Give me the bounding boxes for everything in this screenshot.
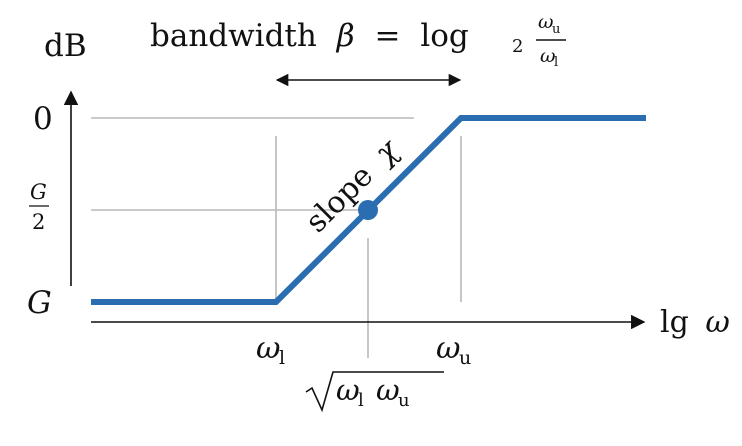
half-gain-denominator: 2 <box>32 210 45 234</box>
geo-second-sub: u <box>398 390 410 411</box>
y-axis-label: dB <box>44 28 87 64</box>
geo-first-sub: l <box>358 390 364 411</box>
upper-freq-symbol: ω <box>436 331 460 366</box>
lower-freq-sub: l <box>279 347 285 369</box>
beta-symbol: β <box>336 18 355 54</box>
bandwidth-formula: bandwidth β = log 2 ω u ω l <box>150 11 566 70</box>
equals-sign: = <box>375 18 401 54</box>
x-axis-label-omega: ω <box>705 305 729 340</box>
geo-second-symbol: ω <box>376 373 400 407</box>
fraction-numerator: ω <box>538 11 554 33</box>
upper-freq-label: ω u <box>436 331 471 369</box>
fraction: ω u ω l <box>536 11 566 70</box>
log-text: log <box>420 18 468 54</box>
svg-text:bandwidth β =: bandwidth β = log <box>150 18 469 54</box>
slope-word: slope <box>299 158 380 239</box>
half-gain-numerator: G <box>30 180 47 204</box>
fraction-denominator-sub: l <box>554 55 558 70</box>
y-tick-half-gain: G 2 <box>29 180 49 234</box>
geometric-mean-label: ω l ω u <box>305 371 444 413</box>
lower-freq-symbol: ω <box>256 331 280 366</box>
upper-freq-sub: u <box>459 347 471 369</box>
slope-symbol: χ <box>366 132 406 172</box>
y-tick-gain: G <box>27 285 52 321</box>
sqrt-sign <box>305 371 444 413</box>
y-tick-zero: 0 <box>33 101 53 137</box>
bandwidth-word: bandwidth <box>150 18 317 54</box>
geo-first-symbol: ω <box>336 373 360 407</box>
fraction-denominator: ω <box>540 45 556 67</box>
log-base: 2 <box>512 36 523 57</box>
fraction-numerator-sub: u <box>552 22 560 37</box>
x-axis-label-lg: lg <box>660 305 689 340</box>
lower-freq-label: ω l <box>256 331 285 369</box>
guide-lines <box>91 117 462 358</box>
x-axis-label: lg ω <box>660 305 730 340</box>
center-point <box>358 200 378 220</box>
